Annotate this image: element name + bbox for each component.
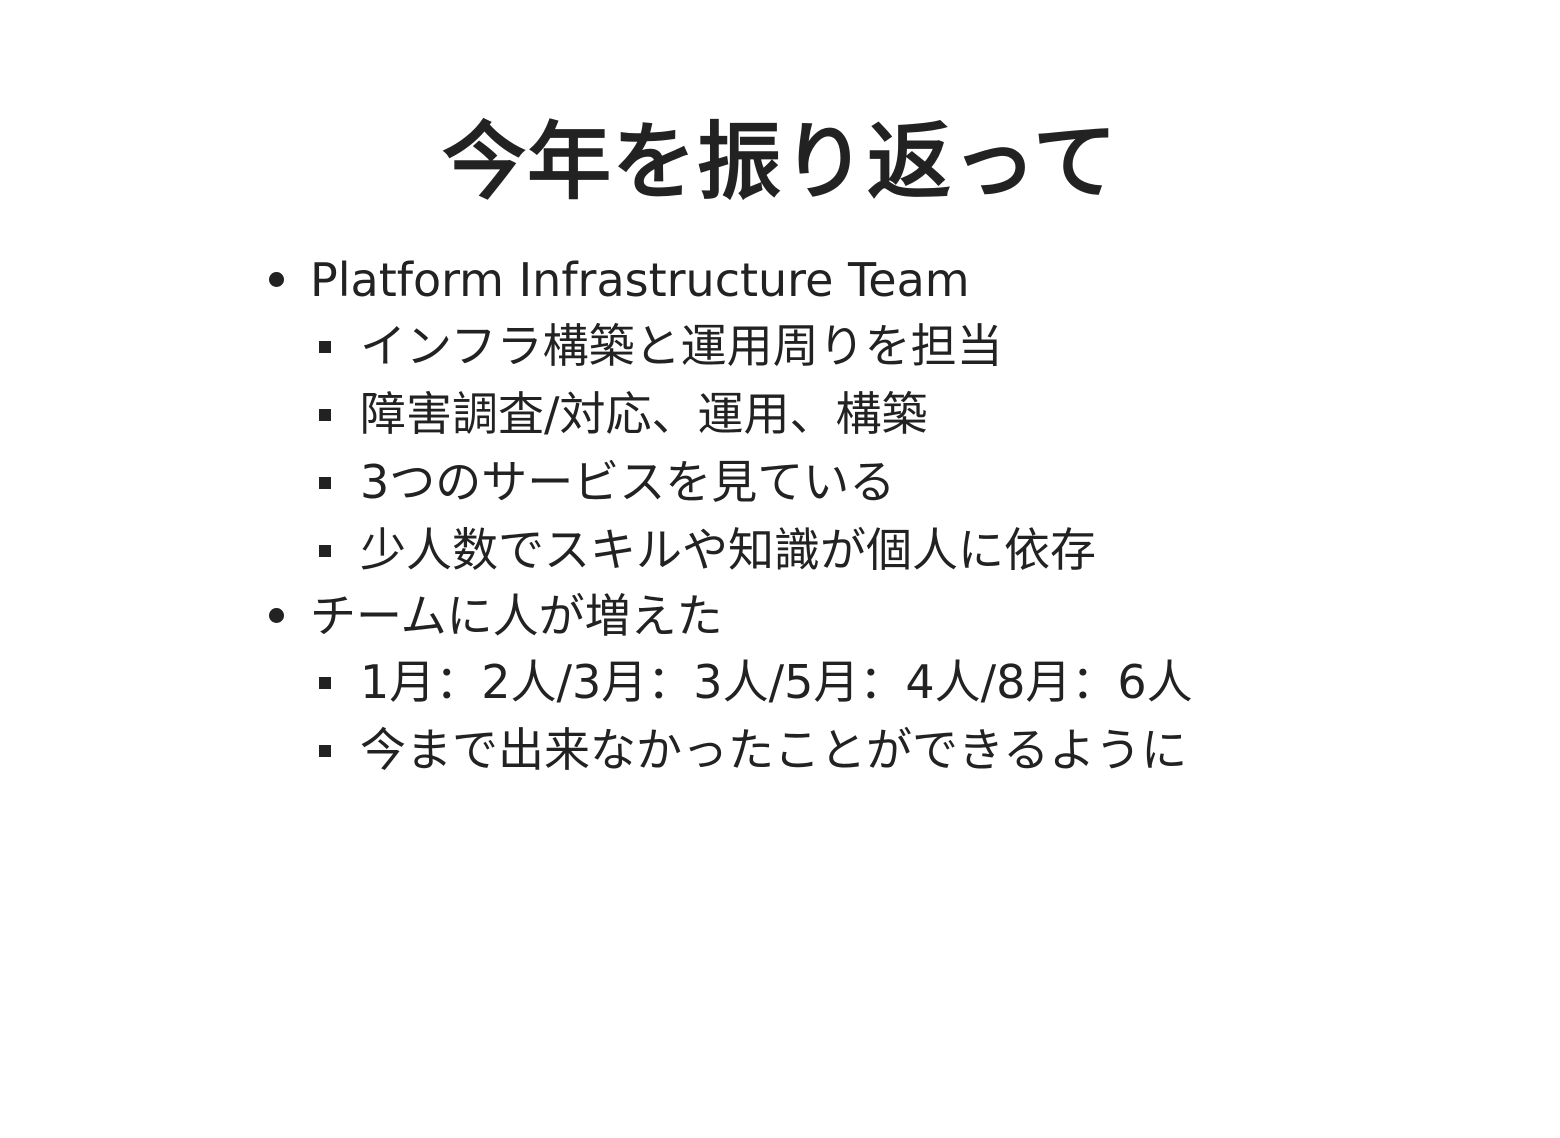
sub-bullet-text: 3つのサービスを見ている bbox=[360, 455, 896, 509]
bullet-item-team-growth: チームに人が増えた 1月：2人/3月：3人/5月：4人/8月：6人 今まで出来な… bbox=[268, 584, 1468, 784]
sub-bullet-text: 1月：2人/3月：3人/5月：4人/8月：6人 bbox=[360, 655, 1193, 709]
slide-content: Platform Infrastructure Team インフラ構築と運用周り… bbox=[268, 248, 1468, 784]
round-bullet-icon bbox=[269, 272, 284, 287]
square-bullet-icon bbox=[319, 409, 331, 421]
sub-bullet-list: 1月：2人/3月：3人/5月：4人/8月：6人 今まで出来なかったことができるよ… bbox=[310, 648, 1468, 784]
square-bullet-icon bbox=[319, 745, 331, 757]
sub-bullet-item: 今まで出来なかったことができるように bbox=[319, 716, 1468, 784]
sub-bullet-list: インフラ構築と運用周りを担当 障害調査/対応、運用、構築 3つのサービスを見てい… bbox=[310, 312, 1468, 584]
slide-title: 今年を振り返って bbox=[442, 113, 1118, 211]
square-bullet-icon bbox=[319, 477, 331, 489]
sub-bullet-item: インフラ構築と運用周りを担当 bbox=[319, 312, 1468, 380]
square-bullet-icon bbox=[319, 341, 331, 353]
bullet-text: チームに人が増えた bbox=[310, 589, 723, 643]
bullet-list: Platform Infrastructure Team インフラ構築と運用周り… bbox=[268, 248, 1468, 784]
bullet-item-team: Platform Infrastructure Team インフラ構築と運用周り… bbox=[268, 248, 1468, 584]
sub-bullet-item: 障害調査/対応、運用、構築 bbox=[319, 380, 1468, 448]
sub-bullet-text: 障害調査/対応、運用、構築 bbox=[360, 387, 928, 441]
sub-bullet-text: 今まで出来なかったことができるように bbox=[360, 723, 1188, 777]
sub-bullet-text: 少人数でスキルや知識が個人に依存 bbox=[360, 523, 1096, 577]
square-bullet-icon bbox=[319, 677, 331, 689]
sub-bullet-item: 少人数でスキルや知識が個人に依存 bbox=[319, 516, 1468, 584]
sub-bullet-text: インフラ構築と運用周りを担当 bbox=[360, 319, 1003, 373]
round-bullet-icon bbox=[269, 608, 284, 623]
sub-bullet-item: 3つのサービスを見ている bbox=[319, 448, 1468, 516]
square-bullet-icon bbox=[319, 545, 331, 557]
bullet-text: Platform Infrastructure Team bbox=[310, 253, 970, 307]
sub-bullet-item: 1月：2人/3月：3人/5月：4人/8月：6人 bbox=[319, 648, 1468, 716]
